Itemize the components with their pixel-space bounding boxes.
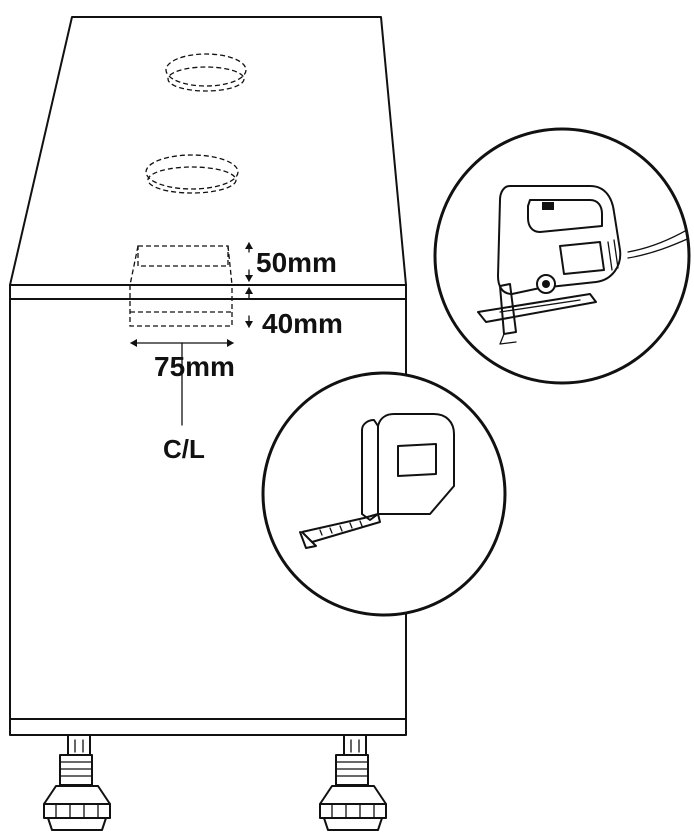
cabinet-plinth [9,718,407,736]
cabinet-top-rail [9,284,407,300]
pipe-hole-inner [167,66,245,92]
cabinet-top-surface [9,16,407,286]
pipe-hole [165,53,247,87]
jigsaw-icon [433,127,691,385]
dimension-width: 75mm C/L [130,339,235,464]
pipe-holes [145,53,247,194]
width-label: 75mm [154,351,235,382]
leg-right [319,734,387,831]
cutout-outline [129,245,233,327]
leg-left [43,734,111,831]
dimension-height: 40mm [245,287,343,339]
pipe-hole [145,154,239,190]
height-label: 40mm [262,308,343,339]
tape-measure-icon [261,371,507,617]
depth-label: 50mm [256,247,337,278]
centre-line-label: C/L [163,434,205,464]
cabinet-legs [43,734,387,831]
dimension-depth: 50mm [245,242,337,282]
pipe-hole-inner [147,166,237,194]
cabinet [9,16,407,736]
